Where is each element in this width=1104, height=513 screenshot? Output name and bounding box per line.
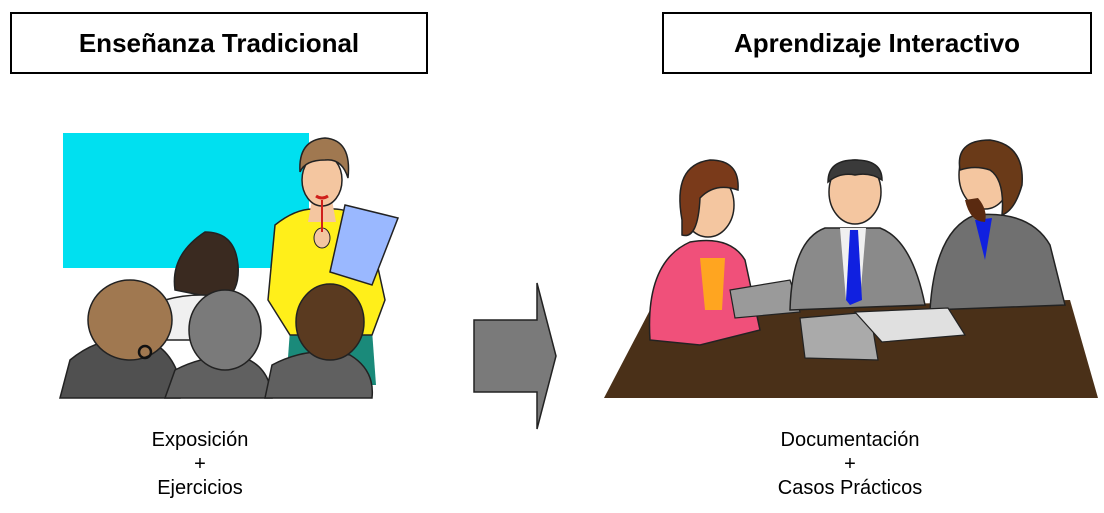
caption-plus: + xyxy=(844,453,856,475)
interactive-learning-title: Aprendizaje Interactivo xyxy=(662,12,1092,74)
caption-plus: + xyxy=(194,453,206,475)
classroom-illustration xyxy=(59,133,400,399)
interactive-learning-caption: Documentación + Casos Prácticos xyxy=(720,428,980,500)
middle-man-figure xyxy=(789,159,926,311)
traditional-teaching-title-text: Enseñanza Tradicional xyxy=(78,27,360,58)
students-group xyxy=(59,231,374,399)
traditional-teaching-title: Enseñanza Tradicional xyxy=(10,12,428,74)
meeting-illustration xyxy=(604,139,1098,398)
right-man-figure xyxy=(929,139,1066,311)
caption-exposition: Exposición xyxy=(151,429,249,451)
right-arrow-icon xyxy=(473,282,557,430)
woman-figure xyxy=(648,159,801,346)
projection-screen xyxy=(63,133,309,268)
traditional-teaching-caption: Exposición + Ejercicios xyxy=(100,428,300,500)
interactive-learning-title-text: Aprendizaje Interactivo xyxy=(733,27,1021,58)
caption-case-studies: Casos Prácticos xyxy=(777,477,923,499)
caption-exercises: Ejercicios xyxy=(157,477,243,499)
caption-documentation: Documentación xyxy=(780,429,920,451)
